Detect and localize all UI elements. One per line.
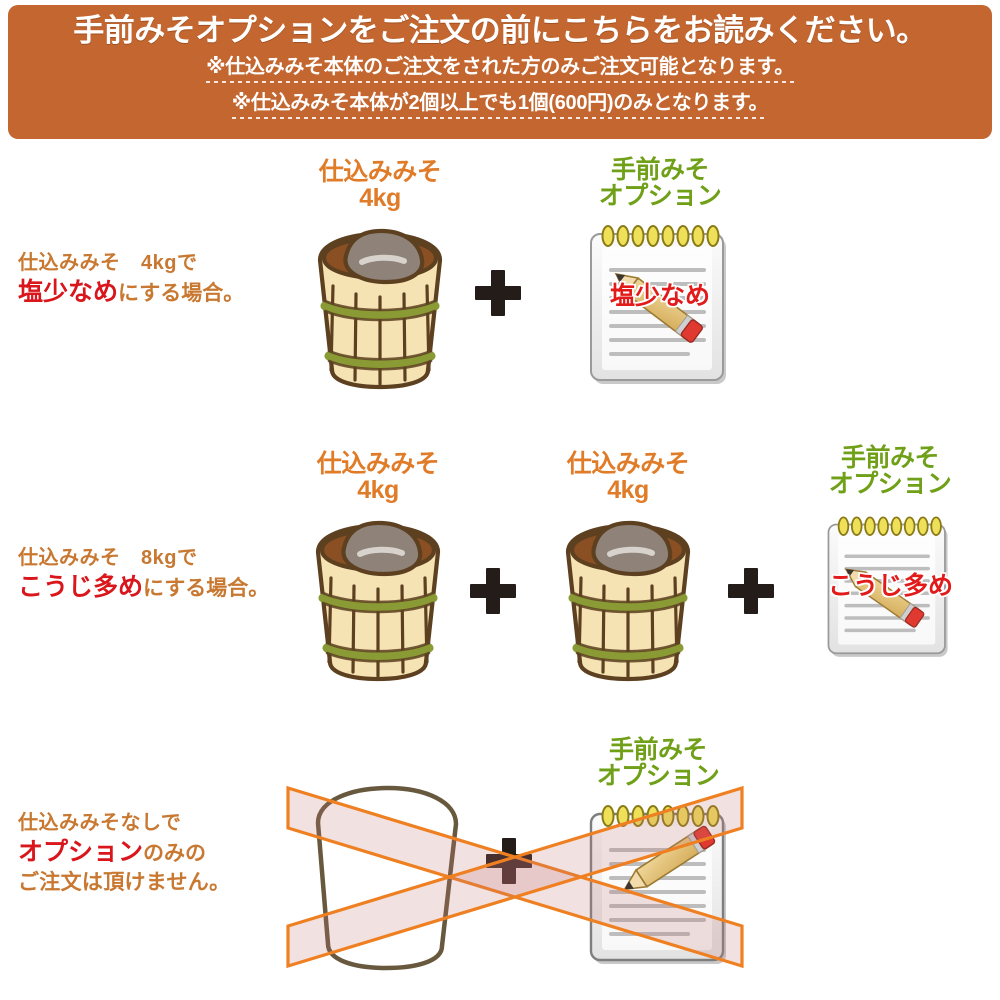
row-2-option-label-line1: 手前みそ	[840, 444, 940, 472]
notepad-spiral-rings	[601, 225, 720, 247]
row-2-option-unit: 手前みそ オプション	[805, 444, 975, 686]
notepad-with-pencil-icon	[589, 805, 726, 964]
row-3-option-label-line1: 手前みそ	[608, 736, 708, 764]
row-1-note-text: 塩少なめ	[609, 282, 710, 310]
row-1-caption-tail: にする場合。	[118, 282, 245, 306]
row-3-caption-line3: ご注文は頂けません。	[18, 871, 231, 895]
row-2-plus-sign-2	[728, 568, 774, 614]
row-3-barrel-unit	[290, 778, 480, 978]
row-3-option-unit: 手前みそ オプション	[568, 736, 748, 988]
row-1-option-label-line1: 手前みそ	[610, 156, 710, 184]
row-1-barrel-label-line2: 4kg	[359, 183, 401, 212]
case-row-option-only-forbidden: 仕込みみそなしで オプションのみの ご注文は頂けません。 手前みそ オプション	[0, 730, 1000, 995]
row-1-caption-line2: 塩少なめにする場合。	[18, 276, 244, 309]
row-1-barrel-label: 仕込みみそ 4kg	[318, 158, 442, 212]
row-2-barrel-2-label-line1: 仕込みみそ	[566, 450, 690, 478]
row-2-barrel-1-label-line1: 仕込みみそ	[316, 450, 440, 478]
row-1-barrel-label-line1: 仕込みみそ	[318, 158, 442, 186]
case-row-koji-more: 仕込みみそ 8kgで こうじ多めにする場合。 仕込みみそ 4kg	[0, 440, 1000, 695]
row-2-option-label: 手前みそ オプション	[828, 444, 952, 498]
row-2-caption-tail: にする場合。	[143, 577, 270, 601]
row-3-caption-line2: オプションのみの	[18, 836, 230, 869]
row-2-barrel-1-label-line2: 4kg	[357, 475, 399, 504]
row-1-option-unit: 手前みそ オプション	[570, 156, 750, 398]
notepad-spiral-rings	[837, 516, 942, 536]
row-1-caption-line1: 仕込みみそ 4kgで	[18, 252, 198, 274]
row-2-barrel-unit-2: 仕込みみそ 4kg	[548, 450, 708, 687]
miso-barrel-icon	[317, 228, 443, 390]
row-2-barrel-2-label: 仕込みみそ 4kg	[566, 450, 690, 504]
miso-barrel-outline-icon	[315, 785, 459, 971]
row-2-caption-strong: こうじ多め	[18, 573, 144, 602]
header-banner: 手前みそオプションをご注文の前にこちらをお読みください。 ※仕込みみそ本体のご注…	[8, 5, 992, 139]
row-2-plus-sign-1	[470, 568, 516, 614]
case-row-salt-less: 仕込みみそ 4kgで 塩少なめにする場合。 仕込みみそ 4kg	[0, 150, 1000, 405]
row-2-barrel-2-label-line2: 4kg	[607, 475, 649, 504]
row-2-caption-line2: こうじ多めにする場合。	[18, 571, 269, 604]
row-1-option-label: 手前みそ オプション	[598, 156, 722, 210]
row-1-caption: 仕込みみそ 4kgで 塩少なめにする場合。	[18, 250, 244, 309]
row-2-caption-line1: 仕込みみそ 8kgで	[18, 547, 198, 569]
row-2-caption: 仕込みみそ 8kgで こうじ多めにする場合。	[18, 545, 269, 604]
row-3-caption: 仕込みみそなしで オプションのみの ご注文は頂けません。	[18, 810, 230, 897]
row-3-option-label-line2: オプション	[596, 761, 720, 790]
row-2-barrel-1-label: 仕込みみそ 4kg	[316, 450, 440, 504]
row-2-option-label-line2: オプション	[828, 469, 952, 498]
row-3-option-label: 手前みそ オプション	[596, 736, 720, 790]
row-3-caption-tail: のみの	[143, 842, 207, 866]
banner-title: 手前みそオプションをご注文の前にこちらをお読みください。	[73, 13, 927, 48]
row-3-caption-strong: オプション	[18, 838, 144, 867]
row-3-plus-sign	[486, 838, 532, 884]
pencil-icon	[614, 272, 703, 343]
row-2-note-text: こうじ多め	[827, 572, 953, 600]
miso-barrel-icon	[565, 520, 691, 682]
row-3-caption-line1: 仕込みみそなしで	[18, 812, 182, 834]
row-1-caption-strong: 塩少なめ	[18, 278, 119, 307]
row-1-barrel-unit: 仕込みみそ 4kg	[300, 158, 460, 395]
row-1-option-label-line2: オプション	[598, 181, 722, 210]
banner-note-2: ※仕込みみそ本体が2個以上でも1個(600円)のみとなります。	[231, 92, 769, 119]
row-2-barrel-unit-1: 仕込みみそ 4kg	[298, 450, 458, 687]
row-1-plus-sign	[475, 270, 521, 316]
notepad-with-pencil-icon	[827, 516, 948, 657]
pencil-icon	[844, 568, 925, 628]
miso-barrel-icon	[315, 520, 441, 682]
banner-note-1: ※仕込みみそ本体のご注文をされた方のみご注文可能となります。	[206, 56, 794, 83]
notepad-with-pencil-icon	[590, 225, 726, 384]
